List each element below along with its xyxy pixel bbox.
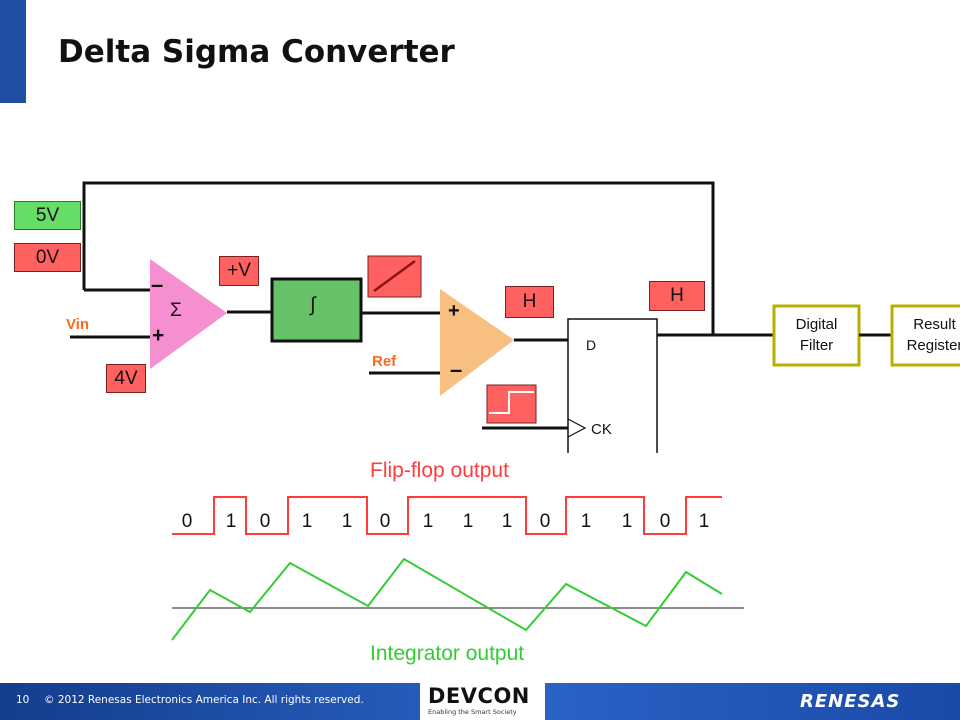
feedback-wire — [82, 181, 715, 335]
result-register-block — [890, 304, 960, 367]
page-number: 10 — [16, 694, 30, 706]
vin-label: Vin — [66, 316, 90, 333]
copyright-text: © 2012 Renesas Electronics America Inc. … — [44, 694, 364, 706]
flip-flop-waveform — [172, 496, 722, 535]
bit-label: 0 — [260, 511, 271, 532]
result-register-label: Result Register — [892, 314, 960, 356]
bit-label: 0 — [380, 511, 391, 532]
result-register-line1: Result — [913, 316, 956, 333]
sum-minus-sign: – — [151, 272, 164, 297]
comparator-output-box: H — [505, 286, 554, 318]
integrator-output-title: Integrator output — [370, 642, 525, 665]
summing-amplifier — [150, 259, 227, 369]
bit-label: 1 — [581, 511, 592, 532]
comparator-plus-sign: + — [448, 300, 460, 322]
plus-v-box: +V — [219, 256, 259, 286]
digital-filter-line1: Digital — [795, 316, 838, 333]
devcon-tagline: Enabling the Smart Society — [428, 708, 517, 716]
bit-label: 0 — [182, 511, 193, 532]
voltage-5v-box: 5V — [14, 201, 81, 230]
digital-filter-line2: Filter — [799, 337, 834, 354]
sum-plus-sign: + — [152, 324, 165, 347]
sigma-symbol: Σ — [170, 300, 182, 321]
bit-label: 0 — [540, 511, 551, 532]
bit-label: 1 — [342, 511, 353, 532]
bit-label: 1 — [699, 511, 710, 532]
bit-label: 1 — [463, 511, 474, 532]
bit-label: 1 — [502, 511, 513, 532]
clock-triangle — [567, 418, 587, 438]
bit-label: 1 — [226, 511, 237, 532]
bit-label: 0 — [660, 511, 671, 532]
title-accent-bar — [0, 0, 26, 103]
bit-label: 1 — [302, 511, 313, 532]
comparator — [440, 289, 514, 396]
integrator-waveform — [171, 557, 723, 641]
bit-label: 1 — [423, 511, 434, 532]
integrator-block — [270, 277, 363, 343]
bit-labels: 0 1 0 1 1 0 1 1 1 0 1 1 0 1 — [182, 511, 710, 532]
renesas-logo: RENESAS — [800, 691, 901, 712]
flip-flop-output-title: Flip-flop output — [370, 459, 509, 482]
devcon-logo: DEVCON Enabling the Smart Society — [420, 683, 545, 720]
voltage-4v-box: 4V — [106, 364, 146, 393]
ref-label: Ref — [372, 353, 397, 370]
ff-ck-label: CK — [591, 421, 612, 438]
footer-bar: 10 © 2012 Renesas Electronics America In… — [0, 683, 960, 720]
flip-flop-output-box: H — [649, 281, 705, 311]
digital-filter-label: Digital Filter — [774, 314, 859, 356]
voltage-0v-box: 0V — [14, 243, 81, 272]
ff-d-label: D — [586, 337, 597, 353]
integral-symbol: ∫ — [310, 294, 316, 316]
flip-flop-block — [567, 318, 658, 458]
comparator-minus-sign: – — [450, 357, 463, 382]
result-register-line2: Register — [906, 337, 960, 354]
devcon-logo-text: DEVCON — [428, 684, 530, 708]
page-title: Delta Sigma Converter — [58, 34, 455, 70]
bit-label: 1 — [622, 511, 633, 532]
